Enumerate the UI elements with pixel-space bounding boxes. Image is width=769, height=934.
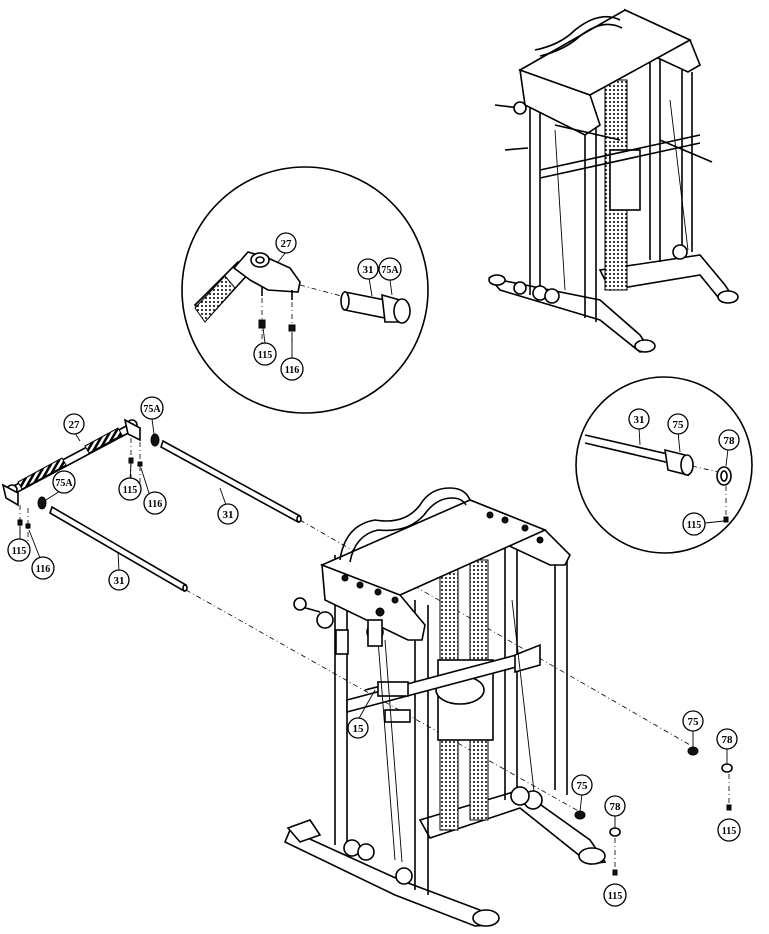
part-label-main-115-left: 115 xyxy=(7,538,31,562)
machine-overview-small xyxy=(487,8,739,353)
detail-view-left xyxy=(181,166,429,414)
part-label-detail-right-31: 31 xyxy=(628,408,650,430)
svg-text:75A: 75A xyxy=(143,404,161,415)
leader-lines xyxy=(19,251,729,828)
part-label-main-116-left: 116 xyxy=(31,556,55,580)
svg-text:116: 116 xyxy=(285,365,299,376)
main-machine xyxy=(283,487,607,927)
svg-text:15: 15 xyxy=(353,723,365,735)
part-label-detail-left-31: 31 xyxy=(357,258,379,280)
svg-text:115: 115 xyxy=(258,350,272,361)
svg-text:115: 115 xyxy=(123,485,137,496)
svg-text:75: 75 xyxy=(688,716,700,728)
part-label-main-115-upper: 115 xyxy=(118,477,142,501)
detail-view-right xyxy=(575,376,753,554)
svg-text:31: 31 xyxy=(634,414,645,426)
svg-text:115: 115 xyxy=(12,546,26,557)
svg-text:78: 78 xyxy=(722,734,734,746)
svg-text:27: 27 xyxy=(69,419,81,431)
svg-text:75: 75 xyxy=(673,419,685,431)
svg-text:116: 116 xyxy=(148,499,162,510)
svg-text:31: 31 xyxy=(114,575,125,587)
part-label-main-31-upper: 31 xyxy=(217,503,239,525)
part-label-main-116-upper: 116 xyxy=(143,491,167,515)
part-label-detail-left-116: 116 xyxy=(280,357,304,381)
hardware-front xyxy=(574,810,621,876)
svg-text:116: 116 xyxy=(36,564,50,575)
hardware-rear xyxy=(687,746,733,811)
part-label-main-15: 15 xyxy=(347,717,369,739)
part-label-front-75: 75 xyxy=(571,774,593,796)
svg-text:31: 31 xyxy=(223,509,234,521)
part-label-main-31-lower: 31 xyxy=(108,569,130,591)
part-label-rear-75: 75 xyxy=(682,710,704,732)
part-label-main-75A-upper: 75A xyxy=(140,396,164,420)
part-label-detail-right-78: 78 xyxy=(718,429,740,451)
part-label-rear-115: 115 xyxy=(717,818,741,842)
svg-text:75A: 75A xyxy=(381,265,399,276)
svg-text:27: 27 xyxy=(281,238,293,250)
part-label-detail-right-115: 115 xyxy=(682,512,706,536)
part-label-detail-left-75A: 75A xyxy=(378,257,402,281)
part-label-front-78: 78 xyxy=(604,795,626,817)
part-label-detail-right-75: 75 xyxy=(667,413,689,435)
part-label-detail-left-27: 27 xyxy=(275,232,297,254)
bar-assembly xyxy=(1,418,691,814)
svg-text:75: 75 xyxy=(577,780,589,792)
part-label-detail-left-115: 115 xyxy=(253,342,277,366)
part-label-front-115: 115 xyxy=(603,883,627,907)
part-label-rear-78: 78 xyxy=(716,728,738,750)
svg-text:115: 115 xyxy=(722,826,736,837)
svg-text:31: 31 xyxy=(363,264,374,276)
svg-text:78: 78 xyxy=(610,801,622,813)
svg-text:75A: 75A xyxy=(55,478,73,489)
svg-text:115: 115 xyxy=(608,891,622,902)
svg-text:78: 78 xyxy=(724,435,736,447)
part-label-main-27: 27 xyxy=(63,413,85,435)
part-label-main-75A-lower: 75A xyxy=(52,470,76,494)
svg-text:115: 115 xyxy=(687,520,701,531)
